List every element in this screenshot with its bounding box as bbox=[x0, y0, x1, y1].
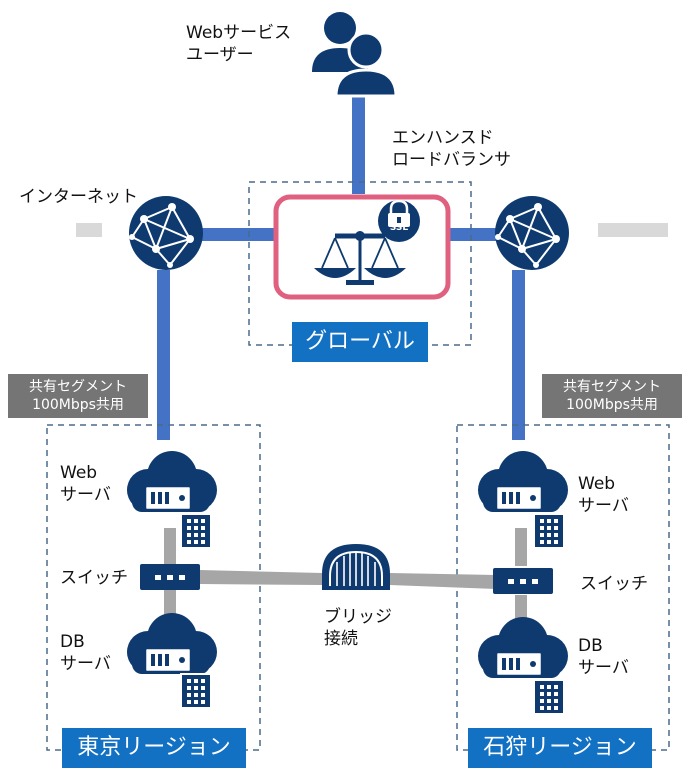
tokyo-db-label: DB サーバ bbox=[60, 631, 111, 675]
tokyo-web-switch-link bbox=[164, 528, 176, 566]
ishikari-db-label-line2: サーバ bbox=[578, 658, 629, 678]
users-icon bbox=[312, 12, 398, 98]
tokyo-web-label-line1: Web bbox=[60, 463, 98, 483]
balance-scale-icon bbox=[314, 231, 406, 285]
load-balancer-label: エンハンスド ロードバランサ bbox=[392, 127, 511, 171]
global-zone-label: グローバル bbox=[292, 322, 428, 362]
user-link bbox=[352, 88, 365, 194]
ishikari-switch-icon bbox=[493, 568, 553, 594]
ishikari-web-label: Web サーバ bbox=[578, 473, 629, 517]
users-label-line2: ユーザー bbox=[186, 45, 254, 65]
lb-link-right bbox=[448, 228, 498, 241]
tokyo-region-box bbox=[46, 424, 261, 751]
ishikari-db-server-icon bbox=[478, 617, 568, 715]
ssl-label: SSL bbox=[389, 223, 409, 233]
tokyo-segment-line2: 100Mbps共用 bbox=[32, 397, 124, 413]
tokyo-uplink bbox=[157, 270, 170, 440]
ishikari-web-label-line2: サーバ bbox=[578, 496, 629, 516]
ishikari-db-label: DB サーバ bbox=[578, 635, 629, 679]
lb-link-left bbox=[200, 228, 276, 241]
bridge-link-left bbox=[200, 570, 322, 585]
internet-line-right bbox=[598, 223, 668, 237]
internet-label: インターネット bbox=[19, 187, 138, 207]
bridge-link-right bbox=[390, 573, 496, 589]
bridge-label-line2: 接続 bbox=[324, 629, 358, 649]
tokyo-web-label: Web サーバ bbox=[60, 462, 111, 506]
ishikari-web-label-line1: Web bbox=[578, 474, 616, 494]
tokyo-web-label-line2: サーバ bbox=[60, 485, 111, 505]
tokyo-db-label-line2: サーバ bbox=[60, 654, 111, 674]
internet-globe-left-icon bbox=[128, 195, 204, 271]
users-label: Webサービス ユーザー bbox=[186, 22, 291, 66]
ishikari-region-label: 石狩リージョン bbox=[468, 728, 652, 768]
tokyo-switch-icon bbox=[140, 564, 200, 590]
tokyo-segment-line1: 共有セグメント bbox=[29, 379, 127, 395]
bridge-icon bbox=[322, 544, 390, 590]
tokyo-db-label-line1: DB bbox=[60, 632, 85, 652]
load-balancer-label-line2: ロードバランサ bbox=[392, 150, 511, 170]
bridge-label: ブリッジ 接続 bbox=[324, 606, 392, 650]
bridge-label-line1: ブリッジ bbox=[324, 607, 392, 627]
ishikari-uplink bbox=[512, 270, 525, 440]
ishikari-segment-line2: 100Mbps共用 bbox=[566, 397, 658, 413]
ishikari-web-switch-link bbox=[515, 528, 527, 566]
ishikari-db-label-line1: DB bbox=[578, 636, 603, 656]
tokyo-segment-badge: 共有セグメント 100Mbps共用 bbox=[8, 374, 148, 418]
internet-globe-right-icon bbox=[494, 195, 570, 271]
ssl-lock-icon bbox=[378, 199, 420, 242]
users-label-line1: Webサービス bbox=[186, 23, 292, 43]
ishikari-segment-line1: 共有セグメント bbox=[563, 379, 661, 395]
tokyo-region-label: 東京リージョン bbox=[62, 728, 246, 768]
ishikari-switch-label: スイッチ bbox=[580, 574, 648, 594]
tokyo-switch-db-link bbox=[164, 590, 176, 620]
load-balancer-label-line1: エンハンスド bbox=[392, 128, 494, 148]
internet-line-left bbox=[76, 223, 102, 237]
ishikari-segment-badge: 共有セグメント 100Mbps共用 bbox=[542, 374, 682, 418]
tokyo-switch-label: スイッチ bbox=[60, 568, 128, 588]
tokyo-db-server-icon bbox=[127, 613, 217, 709]
